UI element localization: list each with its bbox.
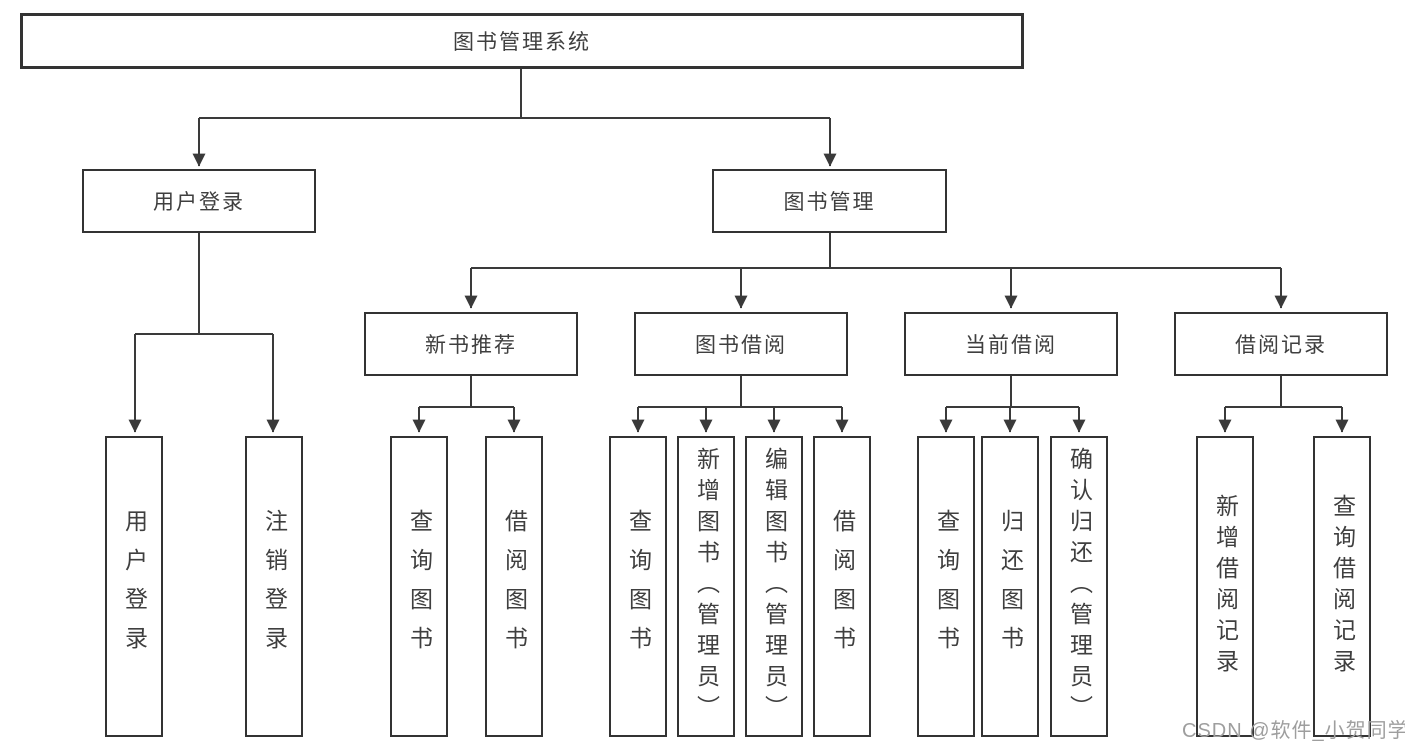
leaf-label: 查询图书 [625, 508, 652, 665]
node-book-borrow: 图书借阅 [634, 312, 848, 376]
connector-user-login [135, 233, 273, 335]
leaf-edit-book-admin: 编辑图书（管理员） [745, 436, 803, 737]
node-user-login: 用户登录 [82, 169, 316, 233]
leaf-logout: 注销登录 [245, 436, 303, 737]
leaf-label: 编辑图书（管理员） [761, 447, 788, 726]
leaf-label: 注销登录 [261, 508, 288, 665]
leaf-label: 查询借阅记录 [1329, 493, 1356, 680]
leaf-borrow-book: 借阅图书 [485, 436, 543, 737]
leaf-add-book-admin: 新增图书（管理员） [677, 436, 735, 737]
node-borrow-record: 借阅记录 [1174, 312, 1388, 376]
leaf-label: 确认归还（管理员） [1066, 447, 1093, 726]
connector-root [199, 69, 830, 119]
leaf-add-borrow-record: 新增借阅记录 [1196, 436, 1254, 737]
leaf-query-borrow-record: 查询借阅记录 [1313, 436, 1371, 737]
node-root: 图书管理系统 [20, 13, 1024, 69]
node-new-book-recommend: 新书推荐 [364, 312, 578, 376]
leaf-label: 查询图书 [933, 508, 960, 665]
leaf-query-book: 查询图书 [390, 436, 448, 737]
connector-new-book [419, 376, 514, 408]
leaf-label: 新增借阅记录 [1212, 493, 1239, 680]
leaf-label: 借阅图书 [829, 508, 856, 665]
leaf-label: 归还图书 [997, 508, 1024, 665]
node-book-management: 图书管理 [712, 169, 947, 233]
leaf-user-login: 用户登录 [105, 436, 163, 737]
leaf-borrow-book: 借阅图书 [813, 436, 871, 737]
leaf-label: 新增图书（管理员） [693, 447, 720, 726]
node-current-borrow: 当前借阅 [904, 312, 1118, 376]
leaf-confirm-return-admin: 确认归还（管理员） [1050, 436, 1108, 737]
connector-current [946, 376, 1079, 408]
csdn-watermark: CSDN @软件_小贺同学 [1182, 720, 1405, 742]
leaf-query-book: 查询图书 [609, 436, 667, 737]
leaf-label: 借阅图书 [501, 508, 528, 665]
connector-borrow [638, 376, 842, 408]
leaf-query-book: 查询图书 [917, 436, 975, 737]
leaf-label: 用户登录 [121, 508, 148, 665]
connector-book-mgmt [471, 233, 1281, 269]
leaf-return-book: 归还图书 [981, 436, 1039, 737]
connector-record [1225, 376, 1342, 408]
leaf-label: 查询图书 [406, 508, 433, 665]
